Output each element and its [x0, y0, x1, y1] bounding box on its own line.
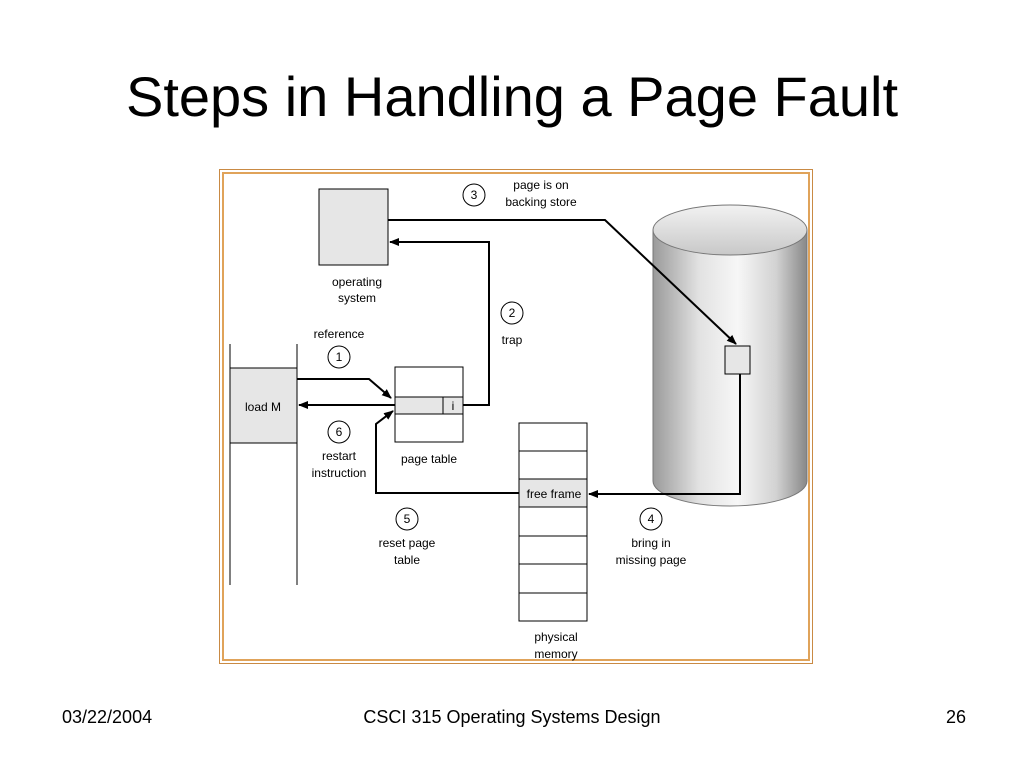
footer-course: CSCI 315 Operating Systems Design	[363, 707, 661, 727]
step-1-number: 1	[336, 350, 343, 364]
disk-page-block	[724, 345, 751, 375]
physical-memory	[518, 422, 588, 622]
page-fault-diagram: operating system load M i page table fre…	[229, 178, 808, 661]
load-m-label: load M	[245, 400, 281, 414]
slide-title: Steps in Handling a Page Fault	[125, 65, 899, 128]
reset-page-table-line2: table	[394, 553, 420, 567]
step-4-number: 4	[648, 512, 655, 526]
invalid-bit: i	[452, 399, 455, 413]
step-3-number: 3	[471, 188, 478, 202]
reset-page-table-line1: reset page	[379, 536, 436, 550]
arrow-reference	[297, 378, 392, 399]
footer-page-number: 26	[945, 707, 966, 727]
step-4-marker: 4	[639, 507, 663, 531]
step-2-marker: 2	[500, 301, 524, 325]
bring-in-line2: missing page	[616, 553, 687, 567]
os-label-line2: system	[338, 291, 376, 305]
page-table-label: page table	[401, 452, 457, 466]
arrow-reset-page-table	[375, 410, 519, 494]
step-5-number: 5	[404, 512, 411, 526]
page-fault-figure: operating system load M i page table fre…	[219, 169, 813, 664]
load-m-instruction	[229, 367, 298, 444]
trap-label: trap	[502, 333, 523, 347]
step-1-marker: 1	[327, 345, 351, 369]
operating-system-box	[318, 188, 389, 266]
backing-store-line2: backing store	[505, 195, 577, 209]
reference-label: reference	[314, 327, 365, 341]
page-table	[394, 366, 464, 443]
backing-store-line1: page is on	[513, 178, 568, 192]
restart-line2: instruction	[312, 466, 367, 480]
step-3-marker: 3	[462, 183, 486, 207]
step-5-marker: 5	[395, 507, 419, 531]
step-6-number: 6	[336, 425, 343, 439]
physical-memory-line1: physical	[534, 630, 577, 644]
arrow-bring-in-page	[588, 374, 741, 498]
bring-in-line1: bring in	[631, 536, 670, 550]
arrow-trap	[389, 238, 490, 406]
step-6-marker: 6	[327, 420, 351, 444]
free-frame-label: free frame	[527, 487, 582, 501]
physical-memory-line2: memory	[534, 647, 577, 661]
os-label-line1: operating	[332, 275, 382, 289]
step-2-number: 2	[509, 306, 516, 320]
arrow-to-backing-store	[388, 219, 737, 345]
footer-date: 03/22/2004	[62, 707, 153, 727]
restart-line1: restart	[322, 449, 357, 463]
